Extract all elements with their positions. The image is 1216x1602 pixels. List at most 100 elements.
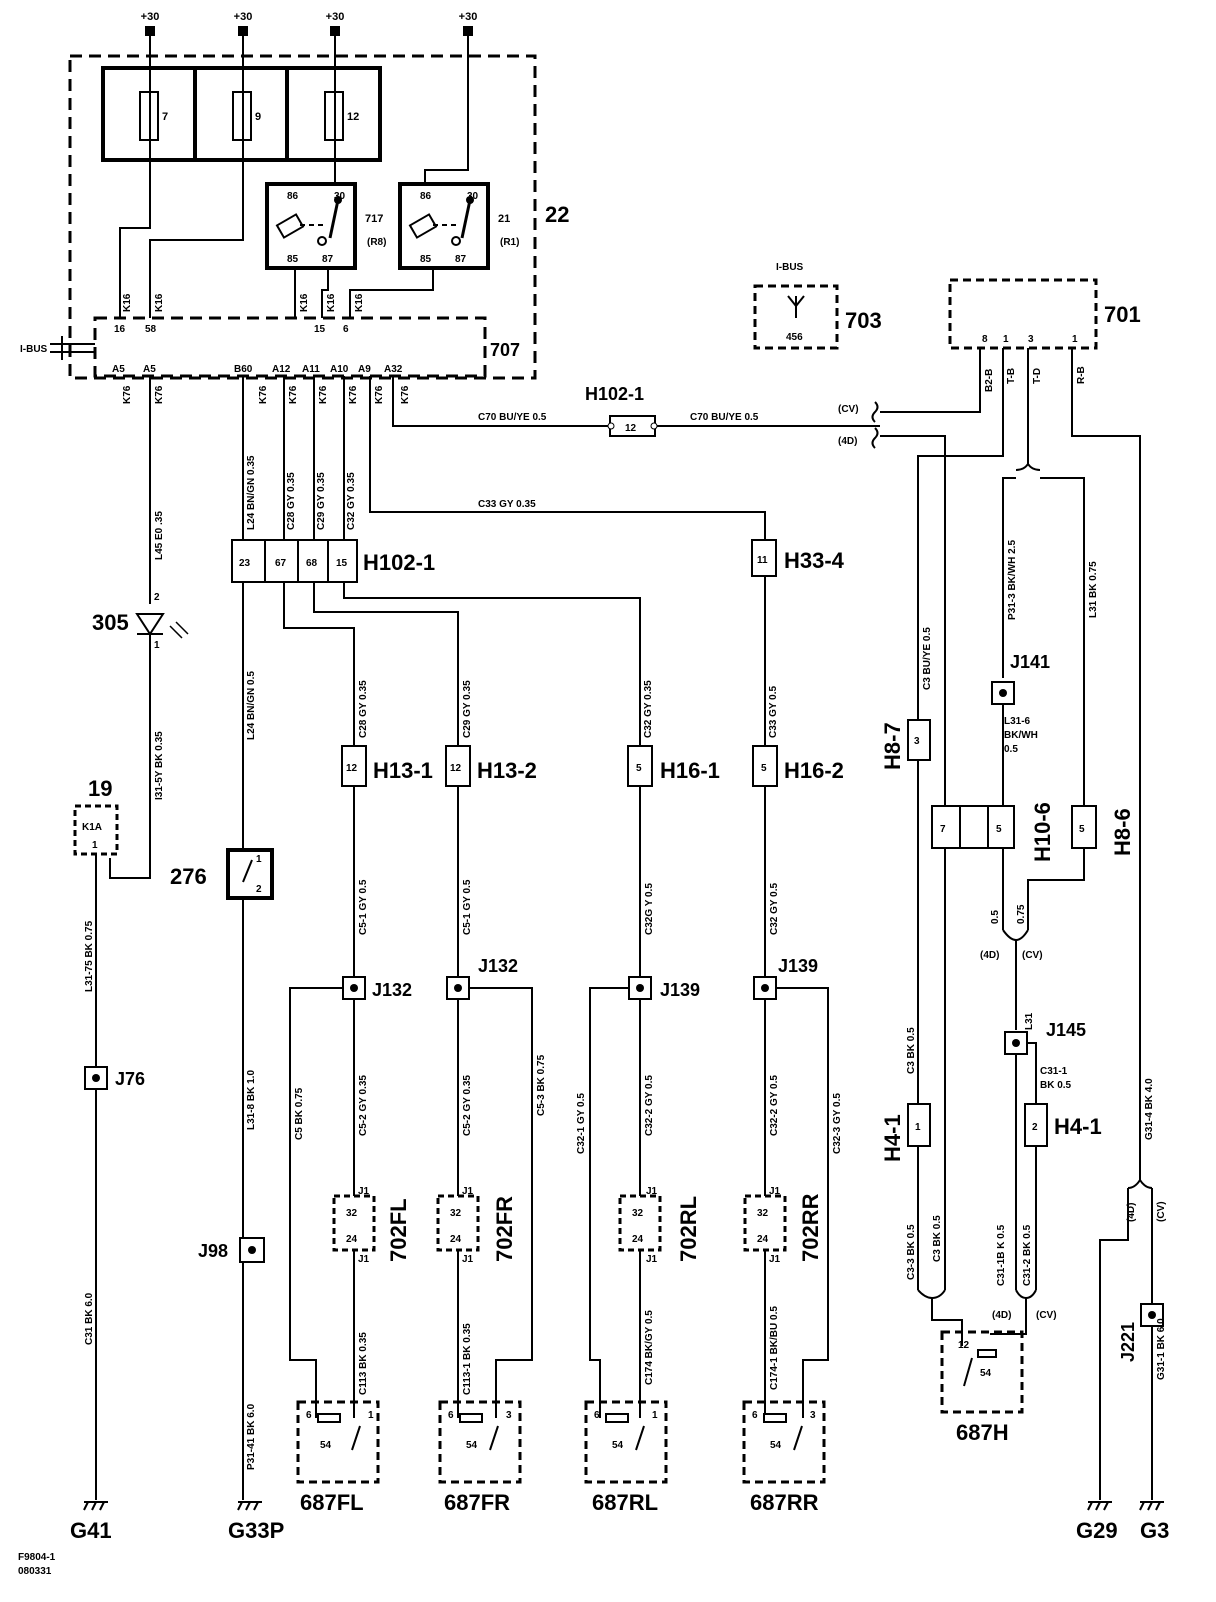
wire-label: G31-1 BK 6.0 — [1156, 1318, 1167, 1380]
wire-label: L31-6 — [1004, 716, 1031, 727]
svg-text:J1: J1 — [646, 1254, 658, 1265]
svg-text:A32: A32 — [384, 364, 403, 375]
lamp-687h: 12 54 687H — [940, 1330, 1024, 1445]
wire-label: C5-2 GY 0.35 — [462, 1075, 473, 1136]
splice-j132-right: J132 — [446, 956, 518, 1000]
svg-text:J1: J1 — [358, 1254, 370, 1265]
svg-text:3: 3 — [506, 1410, 512, 1421]
svg-text:15: 15 — [314, 324, 326, 335]
svg-text:A10: A10 — [330, 364, 349, 375]
svg-text:H4-1: H4-1 — [880, 1114, 905, 1162]
k16-labels: K16 K16 K16 K16 K16 — [122, 293, 365, 312]
svg-text:687FL: 687FL — [300, 1490, 364, 1515]
wire-label: C5 BK 0.75 — [294, 1087, 305, 1140]
wire-label: C5-1 GY 0.5 — [358, 879, 369, 935]
connector-702rr: 32 24 J1 J1 702RR — [743, 1186, 823, 1265]
relay-position: (R8) — [367, 237, 386, 248]
svg-text:G29: G29 — [1076, 1518, 1118, 1543]
connector-702fl: 32 24 J1 J1 702FL — [332, 1186, 411, 1265]
h102-1-inline-connector: 12 — [607, 415, 658, 437]
wire-label: C70 BU/YE 0.5 — [478, 412, 547, 423]
svg-text:C32 GY 0.35: C32 GY 0.35 — [346, 472, 357, 530]
wire-label: I31-5Y BK 0.35 — [154, 731, 165, 800]
wire-label: C33 GY 0.35 — [478, 499, 536, 510]
wire-label: C5-1 GY 0.5 — [462, 879, 473, 935]
svg-text:J221: J221 — [1118, 1322, 1138, 1362]
svg-text:12: 12 — [958, 1340, 970, 1351]
svg-text:J139: J139 — [778, 956, 818, 976]
led-305: 2 1 305 — [92, 592, 189, 651]
wire-label: 0.5 — [990, 910, 1001, 924]
svg-text:C3-3 BK 0.5: C3-3 BK 0.5 — [906, 1224, 917, 1280]
relay-pin: 85 — [420, 254, 432, 265]
splice-j139-right: J139 — [753, 956, 818, 1000]
wire-label: C174-1 BK/BU 0.5 — [769, 1306, 780, 1390]
module-22-label: 22 — [545, 202, 569, 227]
ground-g33p-icon: G33P — [228, 1501, 284, 1543]
svg-text:C29 GY 0.35: C29 GY 0.35 — [316, 472, 327, 530]
fuse-block: 7 9 12 — [101, 66, 382, 162]
connector-h16-2: 5 H16-2 — [752, 745, 844, 787]
wire-label: C174 BK/GY 0.5 — [644, 1310, 655, 1385]
svg-text:I-BUS: I-BUS — [20, 344, 48, 355]
svg-text:24: 24 — [346, 1234, 358, 1245]
footer-date: 080331 — [18, 1566, 52, 1577]
ground-g41-icon: G41 — [70, 1501, 112, 1543]
svg-text:456: 456 — [786, 332, 803, 343]
svg-text:23: 23 — [239, 558, 251, 569]
svg-text:H13-1: H13-1 — [373, 758, 433, 783]
relay-number: 21 — [498, 213, 510, 225]
svg-text:J1: J1 — [462, 1254, 474, 1265]
connector-h16-1: 5 H16-1 — [627, 745, 720, 787]
supply-label: +30 — [459, 11, 478, 23]
supply-label: +30 — [326, 11, 345, 23]
wire-label: C70 BU/YE 0.5 — [690, 412, 759, 423]
connector-h33-4: 11 H33-4 — [751, 539, 845, 577]
fuse-number: 9 — [255, 111, 261, 123]
svg-text:J98: J98 — [198, 1241, 228, 1261]
svg-text:C31-1B K 0.5: C31-1B K 0.5 — [996, 1224, 1007, 1286]
svg-text:5: 5 — [1079, 824, 1085, 835]
svg-text:B2-B: B2-B — [984, 369, 995, 392]
svg-text:K76: K76 — [258, 385, 269, 404]
wire-label: 0.75 — [1016, 904, 1027, 924]
wire-label: BK/WH — [1004, 730, 1038, 741]
splice-j221: J221 — [1118, 1303, 1164, 1362]
connector-h4-1-right: 2 H4-1 — [1024, 1103, 1102, 1147]
relay-21: 86 30 85 87 21 (R1) — [398, 182, 519, 270]
svg-text:5: 5 — [636, 763, 642, 774]
svg-text:A5: A5 — [143, 364, 156, 375]
wire-label: C32-3 GY 0.5 — [832, 1093, 843, 1154]
svg-text:J132: J132 — [372, 980, 412, 1000]
supply-label: +30 — [234, 11, 253, 23]
svg-text:G3: G3 — [1140, 1518, 1169, 1543]
svg-text:1: 1 — [368, 1410, 374, 1421]
splice-j132-left: J132 — [342, 976, 412, 1000]
svg-text:8: 8 — [982, 334, 988, 345]
svg-text:68: 68 — [306, 558, 318, 569]
svg-text:K16: K16 — [326, 293, 337, 312]
relay-number: 717 — [365, 213, 383, 225]
svg-text:H8-6: H8-6 — [1110, 808, 1135, 856]
wire-label: C32 GY 0.5 — [769, 882, 780, 935]
k76-labels: K76 K76 K76 K76 K76 K76 K76 K76 — [122, 385, 411, 404]
svg-text:54: 54 — [770, 1440, 782, 1451]
svg-text:C28 GY 0.35: C28 GY 0.35 — [358, 680, 369, 738]
svg-text:12: 12 — [450, 763, 462, 774]
svg-text:703: 703 — [845, 308, 882, 333]
relay-pin: 30 — [334, 191, 346, 202]
h102-1-label: H102-1 — [585, 384, 644, 404]
svg-text:7: 7 — [940, 824, 946, 835]
svg-text:24: 24 — [632, 1234, 644, 1245]
wire-label: L45 E0 .35 — [154, 511, 165, 560]
wire-label: C3 BK 0.5 — [906, 1027, 917, 1074]
svg-text:702FR: 702FR — [492, 1196, 517, 1262]
svg-text:J139: J139 — [660, 980, 700, 1000]
svg-text:A5: A5 — [112, 364, 125, 375]
svg-text:1: 1 — [652, 1410, 658, 1421]
svg-text:67: 67 — [275, 558, 287, 569]
svg-text:K76: K76 — [348, 385, 359, 404]
svg-text:B60: B60 — [234, 364, 253, 375]
connector-h8-6: 5 H8-6 — [1071, 805, 1135, 856]
connector-h13-2: 12 H13-2 — [445, 745, 537, 787]
